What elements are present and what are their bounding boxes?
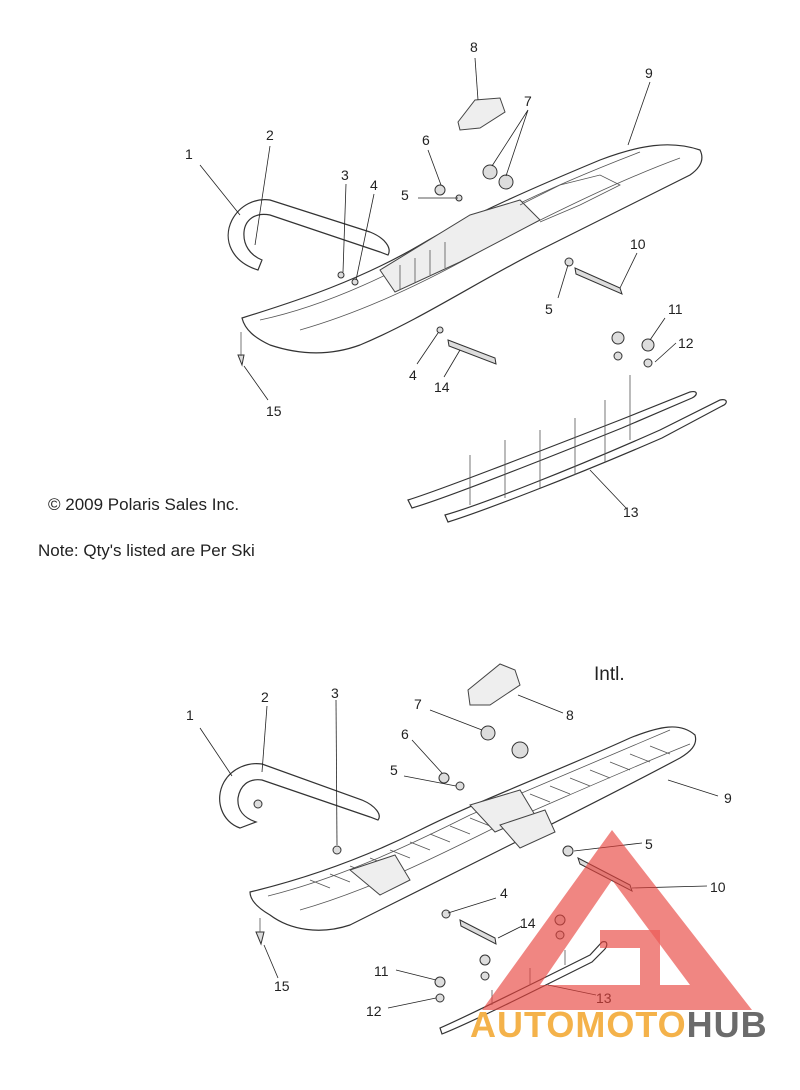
bottom-callout-2: 2 [261, 689, 269, 705]
top-callout-8: 8 [470, 39, 478, 55]
bottom-callout-7: 7 [414, 696, 422, 712]
watermark-text-hub: HUB [686, 1004, 768, 1045]
bottom-ski-assembly [219, 663, 697, 1035]
bottom-callout-4: 4 [500, 885, 508, 901]
bottom-leader-lines [199, 694, 719, 1009]
bottom-callout-11: 11 [374, 963, 389, 979]
top-callout-6: 6 [422, 132, 430, 148]
top-callout-5b: 5 [545, 301, 553, 317]
bottom-callout-14: 14 [520, 915, 536, 931]
bottom-callout-5b: 5 [645, 836, 653, 852]
top-callout-14: 14 [434, 379, 450, 395]
top-leader-lines [199, 57, 677, 509]
watermark-logo [482, 830, 752, 1010]
top-callout-4b: 4 [409, 367, 417, 383]
bottom-callout-12: 12 [366, 1003, 382, 1019]
bottom-callouts: 1 2 3 7 8 6 5 9 5 10 4 14 15 11 12 13 [186, 685, 732, 1019]
watermark-text: AUTOMOTOHUB [470, 1004, 768, 1046]
top-callout-4: 4 [370, 177, 378, 193]
bottom-callout-10: 10 [710, 879, 726, 895]
top-callout-9: 9 [645, 65, 653, 81]
watermark-text-automoto: AUTOMOTO [470, 1004, 687, 1045]
top-callout-3: 3 [341, 167, 349, 183]
bottom-callout-15: 15 [274, 978, 290, 994]
top-callout-10: 10 [630, 236, 646, 252]
quantity-note: Note: Qty's listed are Per Ski [38, 541, 255, 560]
ski-loop-handle-bottom [219, 763, 380, 829]
ski-loop-handle-top [227, 199, 390, 271]
top-callout-2: 2 [266, 127, 274, 143]
wear-bar-top [407, 390, 697, 509]
bottom-callout-5: 5 [390, 762, 398, 778]
top-ski-assembly [227, 97, 727, 523]
top-callout-11: 11 [668, 301, 683, 317]
bottom-callout-8: 8 [566, 707, 574, 723]
copyright-text: © 2009 Polaris Sales Inc. [48, 495, 240, 514]
bottom-callout-1: 1 [186, 707, 194, 723]
bottom-callout-6: 6 [401, 726, 409, 742]
top-callout-5: 5 [401, 187, 409, 203]
top-callout-13: 13 [623, 504, 639, 520]
top-callout-1: 1 [185, 146, 193, 162]
bottom-callout-9: 9 [724, 790, 732, 806]
bottom-callout-3: 3 [331, 685, 339, 701]
top-callout-7: 7 [524, 93, 532, 109]
intl-label: Intl. [594, 664, 625, 685]
top-callout-15: 15 [266, 403, 282, 419]
top-callouts: 1 2 3 4 5 6 7 8 9 10 5 11 12 4 14 15 13 [185, 39, 694, 520]
top-callout-12: 12 [678, 335, 694, 351]
